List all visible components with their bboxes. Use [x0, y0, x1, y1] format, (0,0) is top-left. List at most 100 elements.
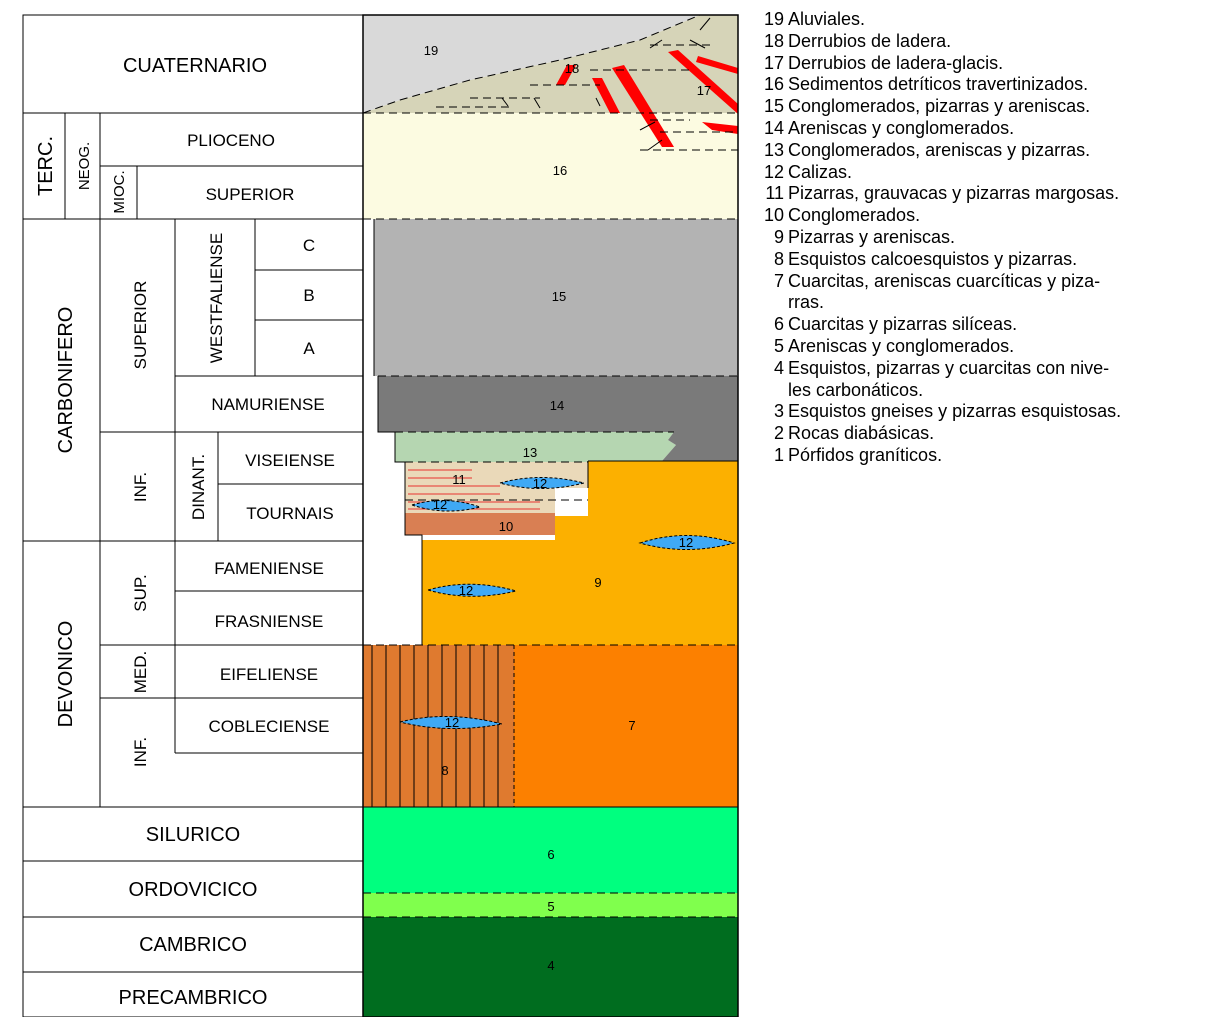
legend-item-text: Cuarcitas y pizarras silíceas. [788, 314, 1018, 335]
period-precambrico: PRECAMBRICO [119, 987, 268, 1009]
legend-item-number: 2 [773, 423, 784, 444]
unit-13 [395, 432, 676, 462]
lens-12-e [399, 715, 503, 730]
legend-item-number: 15 [764, 96, 785, 117]
label-12-c: 12 [679, 535, 693, 550]
stage-superior-mioc: SUPERIOR [206, 185, 295, 204]
legend-item-text: Conglomerados, pizarras y areniscas. [788, 96, 1091, 117]
label-13: 13 [523, 445, 537, 460]
legend-item-number: 11 [765, 183, 784, 204]
substage-a: A [303, 339, 315, 358]
lens-12-a [498, 477, 585, 489]
label-7: 7 [628, 718, 635, 733]
period-terc: TERC. [35, 136, 57, 196]
unit-10 [405, 513, 555, 535]
series-inf-carb: INF. [131, 472, 150, 502]
chronostratigraphic-table [22, 14, 364, 1017]
label-12-d: 12 [459, 583, 473, 598]
column-frame [362, 14, 739, 1017]
series-superior-carb: SUPERIOR [131, 281, 150, 370]
legend-item-number: 14 [764, 117, 785, 138]
unit-outlines [363, 219, 738, 808]
legend-item-number: 18 [764, 30, 785, 51]
period-silurico: SILURICO [146, 824, 240, 846]
legend-item-text: Esquistos calcoesquistos y pizarras. [788, 248, 1078, 269]
label-4: 4 [547, 958, 554, 973]
legend-item-number: 8 [773, 248, 784, 269]
legend-item-text: Conglomerados, areniscas y pizarras. [788, 139, 1091, 160]
legend-item-text: Conglomerados. [788, 205, 921, 226]
unit-19 [363, 15, 700, 113]
label-18: 18 [565, 61, 579, 76]
label-12-e: 12 [445, 715, 459, 730]
legend-item-text: Esquistos, pizarras y cuarcitas con nive… [788, 357, 1110, 378]
stage-westfaliense: WESTFALIENSE [207, 233, 226, 363]
stage-frasniense: FRASNIENSE [215, 612, 324, 631]
legend-item-text: Derrubios de ladera. [788, 30, 952, 51]
legend-item-text: Areniscas y conglomerados. [788, 117, 1015, 138]
period-carbonifero: CARBONIFERO [55, 307, 77, 454]
legend-item-number: 17 [764, 52, 785, 73]
contact-lines [363, 15, 738, 918]
stage-plioceno: PLIOCENO [187, 131, 275, 150]
period-neog: NEOG. [76, 142, 93, 190]
unit-4 [363, 917, 738, 1017]
legend-item-number: 19 [764, 9, 785, 29]
legend-item-text: Derrubios de ladera-glacis. [788, 52, 1004, 73]
label-10: 10 [499, 519, 513, 534]
label-5: 5 [547, 899, 554, 914]
label-12-b: 12 [433, 497, 447, 512]
label-11: 11 [452, 472, 466, 487]
unit-7 [514, 645, 738, 807]
legend-item-text: Pizarras, grauvacas y pizarras margosas. [788, 183, 1120, 204]
series-inf-dev: INF. [131, 737, 150, 767]
legend-item-text: Cuarcitas, areniscas cuarcíticas y piza- [788, 270, 1101, 291]
unit-16 [363, 113, 738, 219]
legend-item-number: 7 [773, 270, 784, 291]
era-cuaternario: CUATERNARIO [123, 55, 267, 77]
stage-cobleciense: COBLECIENSE [209, 717, 330, 736]
stage-dinant: DINANT. [189, 454, 208, 520]
legend-item-text: Calizas. [788, 161, 853, 182]
legend-item: les carbonáticos. [764, 380, 1214, 402]
unit-labels: 19 18 17 16 15 14 13 11 10 9 8 7 6 5 4 1… [424, 43, 711, 973]
stage-tournais: TOURNAIS [246, 504, 334, 523]
unit-15 [374, 219, 738, 376]
legend-item-number: 1 [773, 444, 784, 465]
period-cambrico: CAMBRICO [139, 934, 247, 956]
legend-item-number: 12 [764, 161, 785, 182]
legend-item-text: Areniscas y conglomerados. [788, 335, 1015, 356]
legend-item-number: 3 [773, 401, 784, 422]
unit-14 [378, 376, 738, 461]
legend-item-text: les carbonáticos. [788, 379, 924, 400]
legend-item-number: 16 [764, 74, 785, 95]
period-devonico: DEVONICO [55, 621, 77, 728]
substage-b: B [303, 286, 314, 305]
talus-ticks [501, 17, 711, 151]
legend-item: rras. [764, 292, 1214, 314]
lens-12-b [410, 499, 482, 512]
series-med-dev: MED. [131, 651, 150, 694]
label-12-a: 12 [533, 476, 547, 491]
legend-item-text: Rocas diabásicas. [788, 423, 935, 444]
series-sup-dev: SUP. [131, 574, 150, 612]
label-6: 6 [547, 847, 554, 862]
